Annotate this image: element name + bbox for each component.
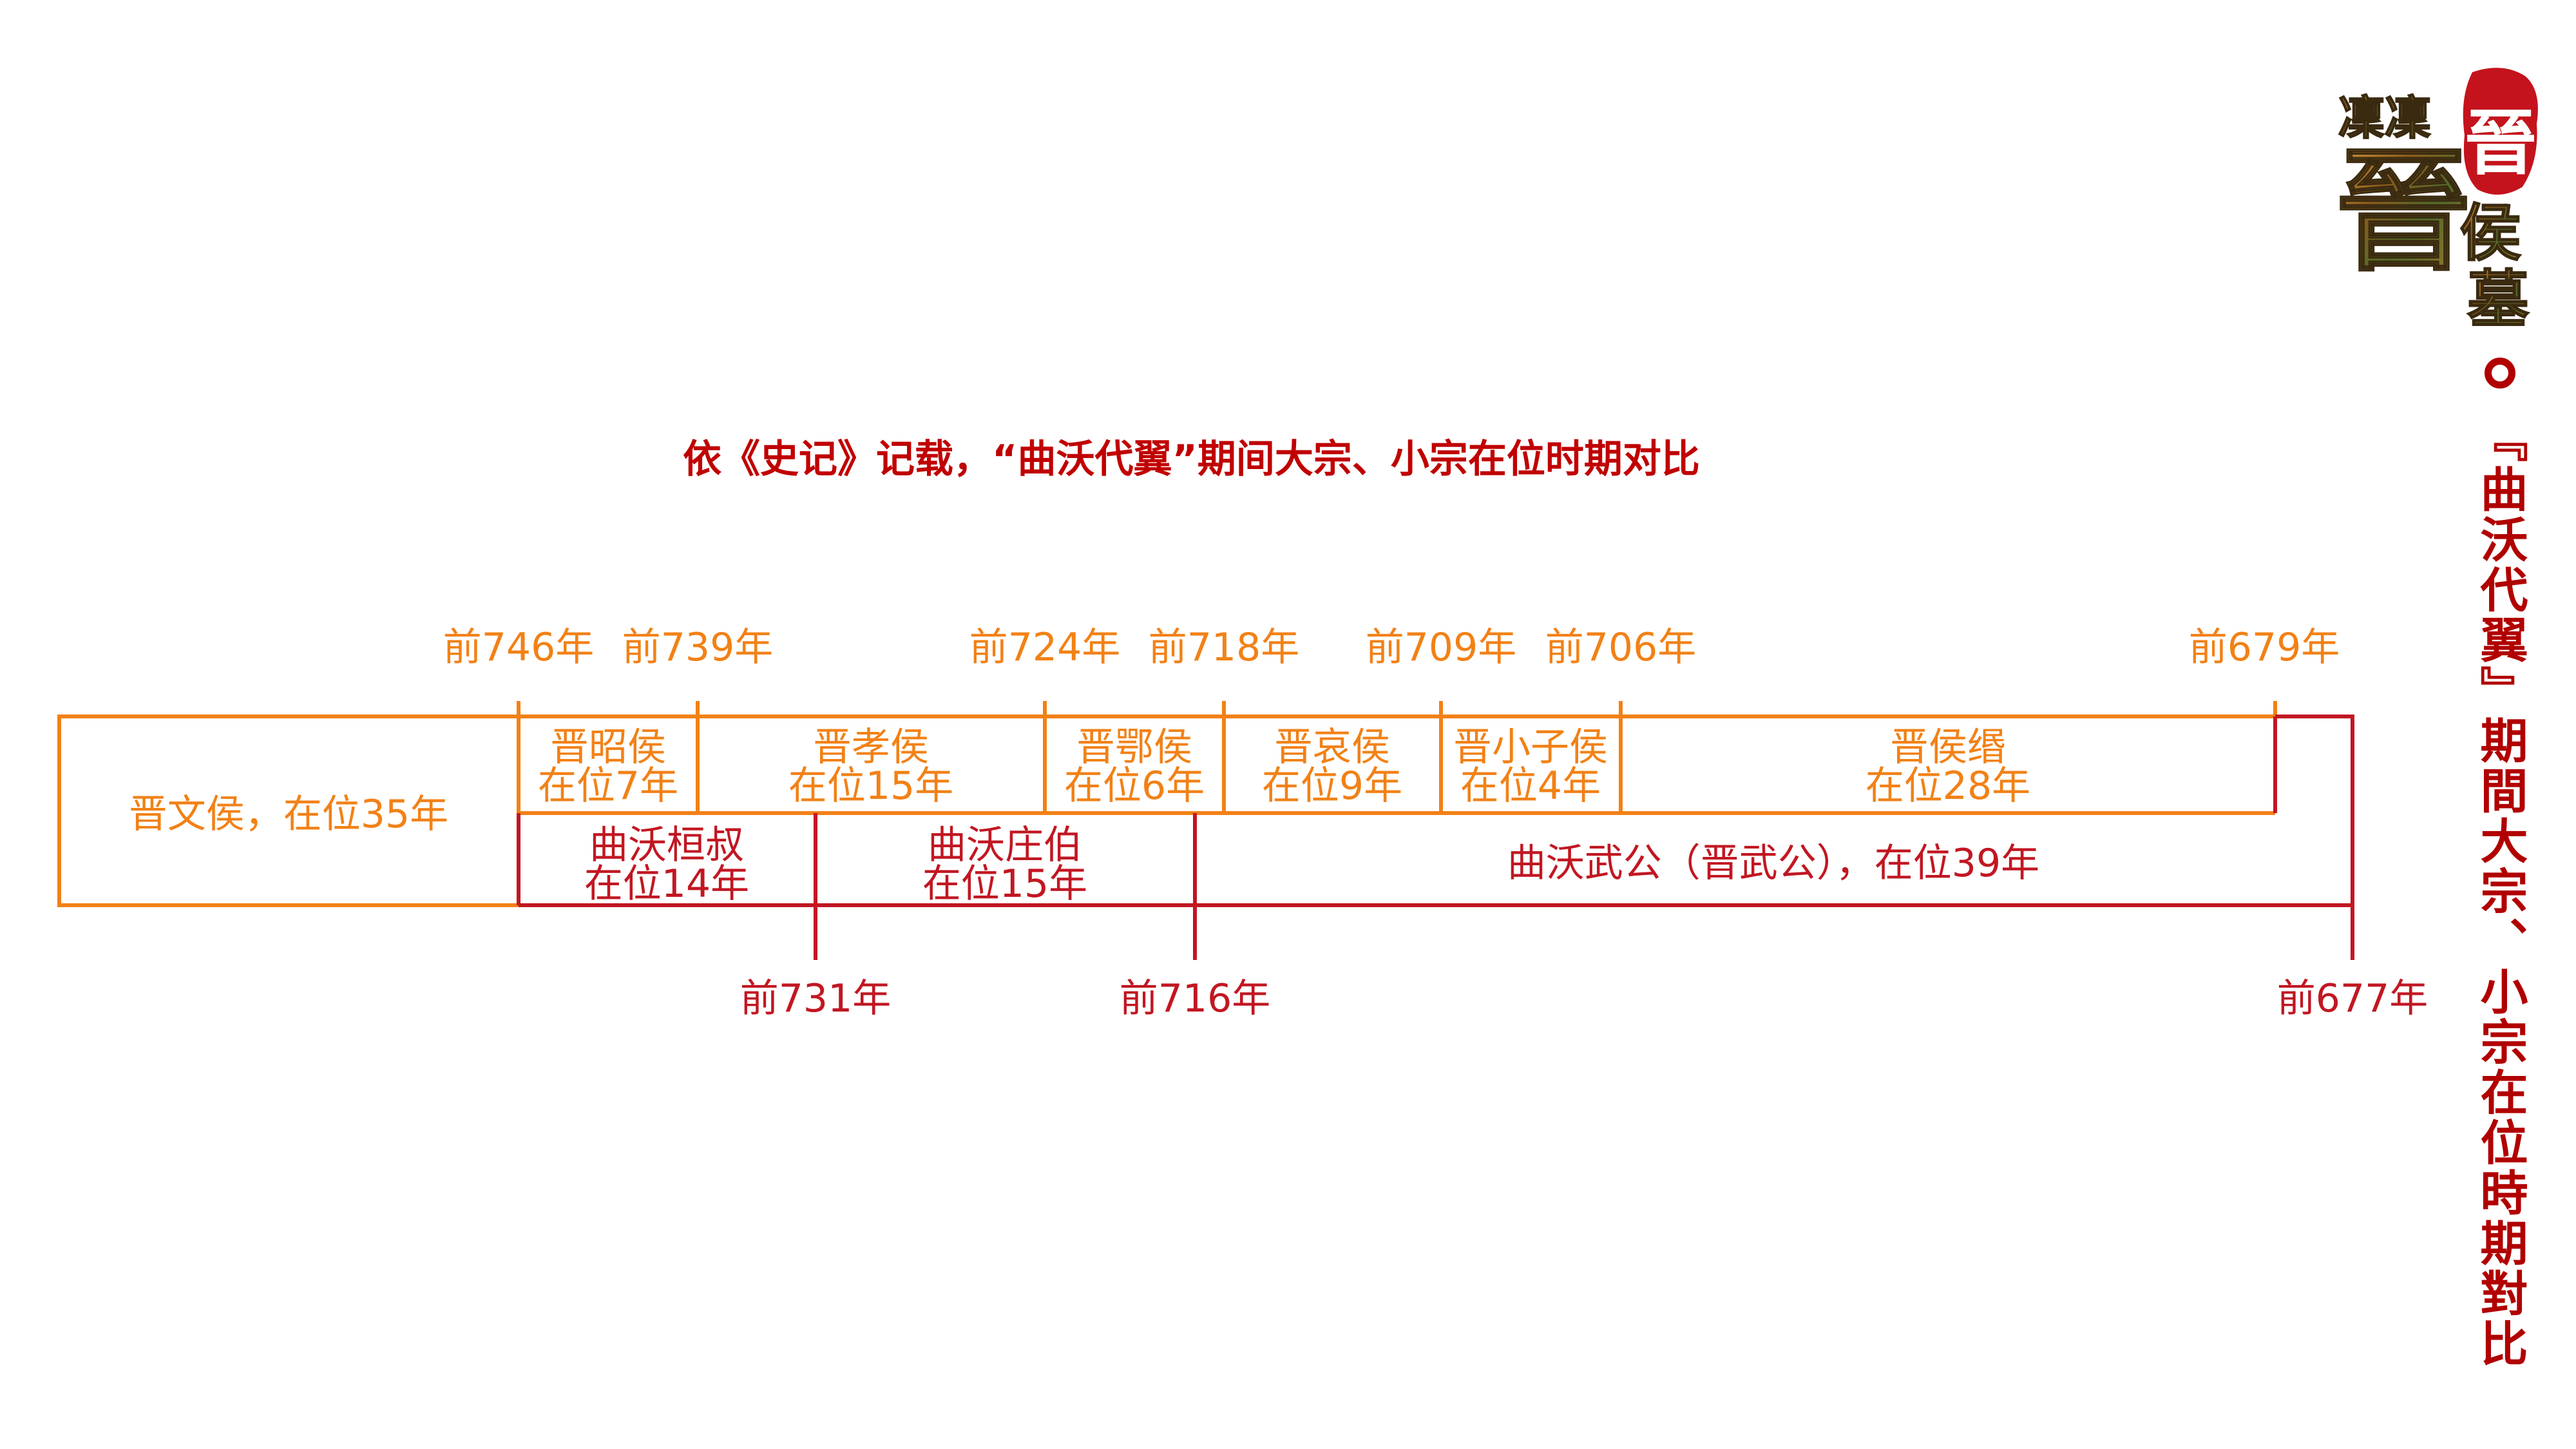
logo-text-sub-1: 侯 [2459, 197, 2521, 269]
year-label-724bc: 前724年 [969, 625, 1121, 670]
page-title: 依《史记》记载，“曲沃代翼”期间大宗、小宗在位时期对比 [683, 437, 1700, 482]
logo-text-sub-2: 墓 [2467, 263, 2530, 335]
year-label-679bc: 前679年 [2189, 625, 2340, 670]
xiaozong-outline [517, 715, 2354, 960]
year-label-746bc: 前746年 [443, 625, 595, 670]
xiaozong-rulers: 曲沃桓叔 在位14年 曲沃庄伯 在位15年 曲沃武公（晋武公），在位39年 [584, 823, 2039, 907]
year-label-718bc: 前718年 [1149, 625, 1300, 670]
reign-length-houmin: 在位28年 [1865, 763, 2030, 809]
circle-bullet-icon [2485, 358, 2515, 389]
reign-length-xiaozihou: 在位4年 [1460, 763, 1601, 809]
reign-length-ehou: 在位6年 [1064, 763, 1205, 809]
ruler-quwo-huanshu: 曲沃桓叔 [589, 823, 744, 868]
year-label-739bc: 前739年 [622, 625, 774, 670]
year-label-731bc: 前731年 [740, 976, 892, 1021]
ruler-quwo-zhuangbo: 曲沃庄伯 [928, 823, 1082, 868]
year-label-706bc: 前706年 [1545, 625, 1697, 670]
seal-stamp: 晉 [2463, 68, 2538, 195]
year-label-709bc: 前709年 [1366, 625, 1517, 670]
year-labels-bottom: 前731年 前716年 前677年 [740, 976, 2428, 1021]
year-label-677bc: 前677年 [2277, 976, 2428, 1021]
vertical-side-title: 『曲沃代翼』期間大宗、小宗在位時期對比 [2472, 358, 2528, 1369]
reign-length-zhaohou: 在位7年 [538, 763, 678, 809]
ruler-jin-xiaohou: 晋孝侯 [813, 725, 929, 770]
side-title-text: 『曲沃代翼』期間大宗、小宗在位時期對比 [2472, 414, 2528, 1369]
year-labels-top: 前746年 前739年 前724年 前718年 前709年 前706年 前679… [443, 625, 2340, 670]
logo-text-top: 凜凜 [2338, 90, 2431, 145]
ruler-jin-aihou: 晋哀侯 [1274, 725, 1390, 770]
reign-length-huanshu: 在位14年 [584, 861, 749, 907]
seal-char: 晉 [2465, 101, 2537, 185]
ruler-jin-ehou: 晋鄂侯 [1076, 725, 1192, 770]
reign-length-xiaohou: 在位15年 [788, 763, 953, 809]
ruler-jin-zhaohou: 晋昭侯 [550, 725, 666, 770]
ruler-jin-wenhou: 晋文侯，在位35年 [129, 792, 448, 837]
ruler-jin-xiaozihou: 晋小子侯 [1453, 725, 1608, 770]
ruler-jin-houmin: 晋侯缗 [1890, 725, 2006, 770]
reign-length-aihou: 在位9年 [1262, 763, 1402, 809]
jinhou-tomb-logo: 凜凜 晉 侯 墓 晉 [2335, 68, 2538, 335]
dazong-rulers: 晋文侯，在位35年 晋昭侯 在位7年 晋孝侯 在位15年 晋鄂侯 在位6年 晋哀… [129, 725, 2030, 837]
reign-length-zhuangbo: 在位15年 [922, 861, 1087, 907]
ruler-quwo-wugong: 曲沃武公（晋武公），在位39年 [1507, 841, 2039, 886]
logo-text-main: 晉 [2336, 131, 2471, 290]
year-label-716bc: 前716年 [1120, 976, 1271, 1021]
